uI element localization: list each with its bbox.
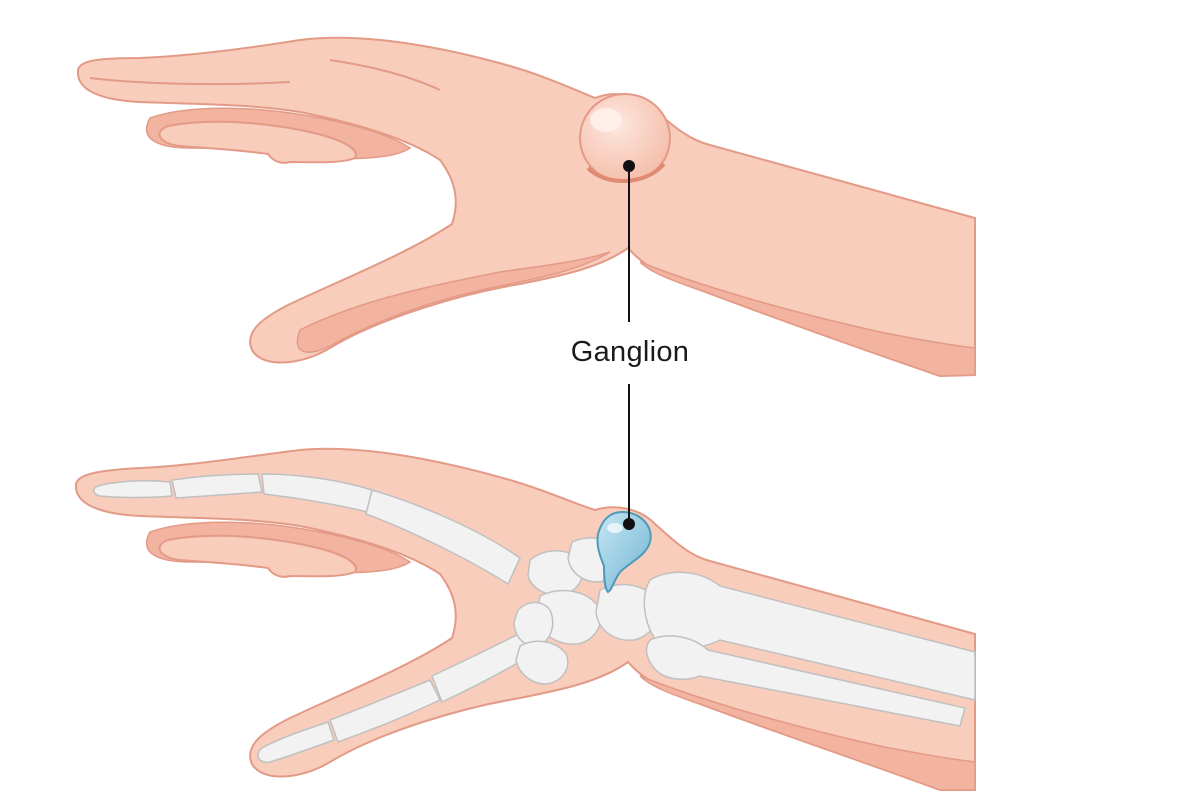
middle-finger [158,120,357,164]
forearm-shadow-bottom [639,675,976,791]
finger-crease-2 [89,77,291,86]
hand-external-view [76,36,976,378]
forearm-shadow [639,261,976,377]
cyst-highlight [607,523,623,533]
forearm-bones [643,571,976,727]
thumb-bones [257,626,541,763]
ganglion-label: Ganglion [570,336,690,368]
pointer-dot-top [623,160,635,172]
carpal-bones [513,537,660,685]
ganglion-bump-shadow [586,162,666,183]
hand-skeletal-view [74,447,976,791]
thumb-shadow [296,251,611,353]
pointer-dot-bottom [623,518,635,530]
hand-forearm [76,36,976,378]
middle-finger-bottom [158,534,357,578]
ganglion-pointer [623,160,635,530]
finger-crease [329,59,441,91]
ganglion-bump-highlight [590,108,622,132]
index-finger-bones [93,473,521,586]
